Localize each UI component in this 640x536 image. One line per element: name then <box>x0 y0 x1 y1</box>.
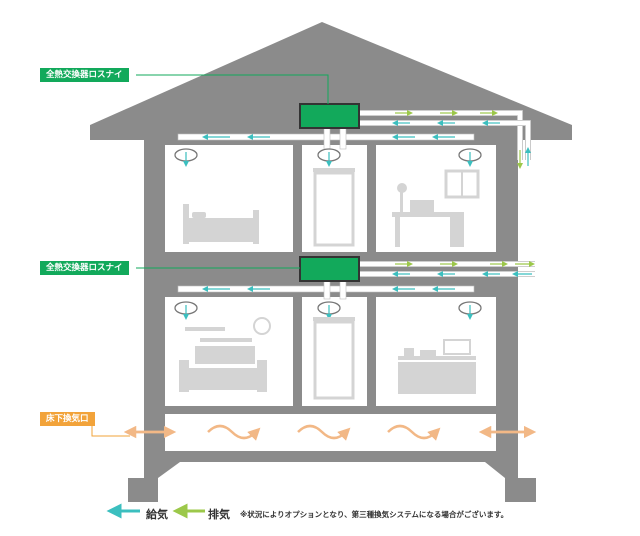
upper-unit-label: 全熱交換器ロスナイ <box>40 68 129 82</box>
furniture <box>179 168 480 400</box>
clock-icon <box>253 317 271 335</box>
upper-ventilation-unit <box>299 103 360 129</box>
legend-supply: 給気 <box>146 508 168 521</box>
sofa-icon <box>183 368 263 390</box>
lower-duct <box>177 261 535 300</box>
underfloor-leader <box>91 426 130 437</box>
leader-lines <box>136 74 329 269</box>
room-upper-middle <box>302 145 367 252</box>
lower-ventilation-unit <box>299 256 360 282</box>
underfloor-airflow <box>123 424 537 441</box>
underfloor-space <box>165 414 496 451</box>
upper-duct <box>177 110 531 169</box>
door-icon <box>313 171 355 247</box>
lower-diffusers <box>174 301 482 315</box>
door-icon <box>313 320 355 400</box>
desk-icon <box>392 212 464 217</box>
legend-note: ※状況によりオプションとなり、第三種換気システムになる場合がございます。 <box>240 509 509 519</box>
lower-unit-label: 全熱交換器ロスナイ <box>40 261 129 275</box>
legend-exhaust: 排気 <box>208 508 230 521</box>
room-lower-middle <box>302 297 367 406</box>
bed-icon <box>183 218 259 242</box>
kitchen-icon <box>398 362 476 394</box>
legend: 給気 排気 ※状況によりオプションとなり、第三種換気システムになる場合がございま… <box>112 506 508 522</box>
underfloor-vent-label: 床下換気口 <box>40 412 95 426</box>
